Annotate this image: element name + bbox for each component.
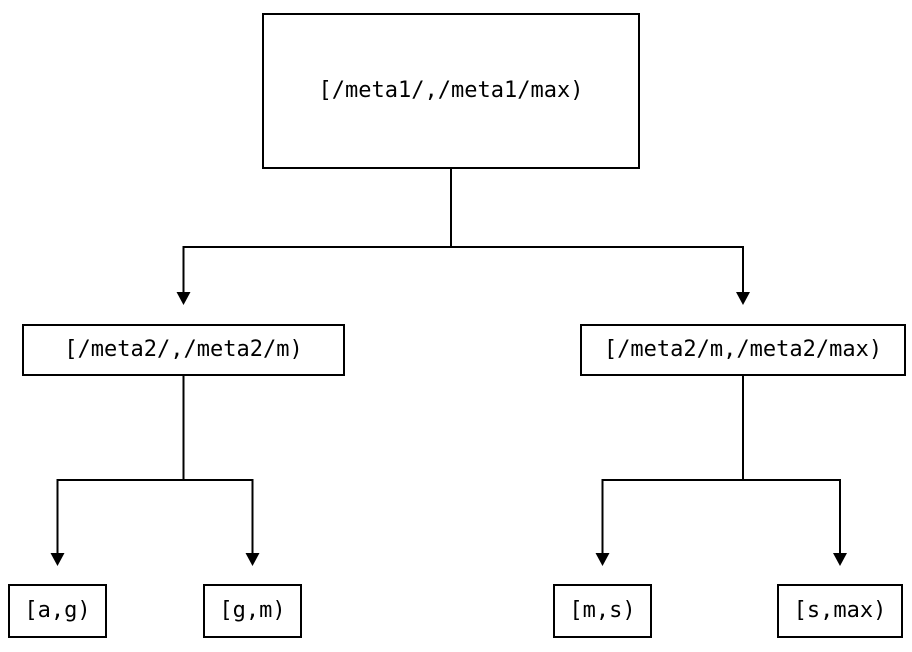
node-label-root: [/meta1/,/meta1/max) bbox=[318, 78, 584, 103]
node-label-gm: [g,m) bbox=[219, 598, 286, 623]
node-label-ms: [m,s) bbox=[569, 598, 636, 623]
tree-leaf-gm: [g,m) bbox=[203, 584, 302, 638]
node-label-ag: [a,g) bbox=[24, 598, 91, 623]
node-label-meta2-high: [/meta2/m,/meta2/max) bbox=[603, 337, 883, 362]
tree-node-root: [/meta1/,/meta1/max) bbox=[262, 13, 640, 169]
arrowhead-icon bbox=[833, 553, 847, 566]
edge-right-ms bbox=[601, 376, 744, 553]
arrowhead-icon bbox=[595, 553, 610, 566]
tree-node-meta2-low: [/meta2/,/meta2/m) bbox=[22, 324, 345, 376]
tree-node-meta2-high: [/meta2/m,/meta2/max) bbox=[580, 324, 906, 376]
edge-right-smax bbox=[742, 376, 841, 553]
edge-root-right bbox=[450, 169, 744, 292]
tree-leaf-ag: [a,g) bbox=[8, 584, 107, 638]
tree-leaf-ms: [m,s) bbox=[553, 584, 652, 638]
edge-root-left bbox=[182, 169, 452, 292]
node-label-smax: [s,max) bbox=[793, 598, 887, 623]
arrowhead-icon bbox=[245, 553, 260, 566]
edge-left-ag bbox=[56, 376, 185, 553]
arrowhead-icon bbox=[50, 553, 65, 566]
edge-left-gm bbox=[182, 376, 254, 553]
tree-leaf-smax: [s,max) bbox=[777, 584, 903, 638]
arrowhead-icon bbox=[176, 292, 191, 305]
node-label-meta2-low: [/meta2/,/meta2/m) bbox=[64, 337, 303, 362]
arrowhead-icon bbox=[736, 292, 750, 305]
